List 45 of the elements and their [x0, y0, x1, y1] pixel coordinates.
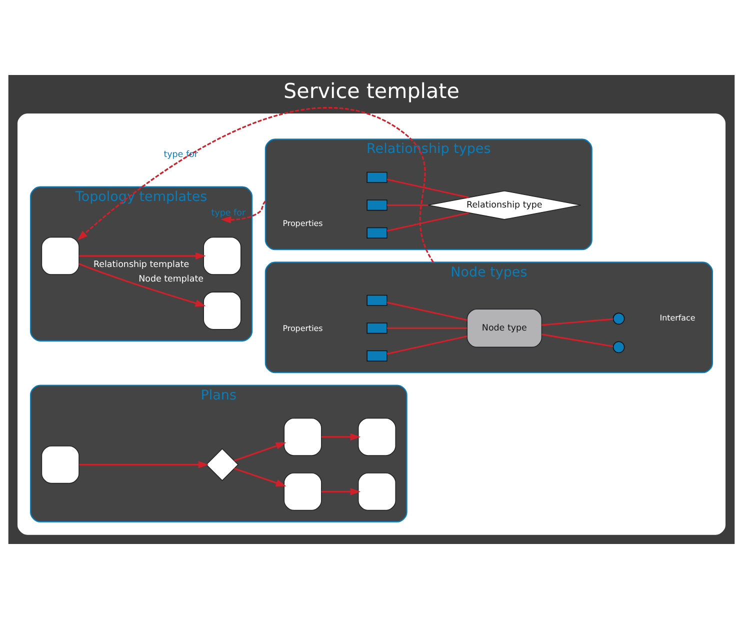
arrow	[79, 252, 206, 260]
connector	[387, 204, 428, 206]
edge-label: Relationship template	[93, 260, 190, 270]
label: Properties	[282, 324, 323, 333]
cluster	[18, 113, 726, 535]
node-bar	[366, 227, 388, 238]
node-box	[284, 472, 322, 511]
node-bar	[366, 294, 388, 306]
connector	[542, 318, 614, 326]
node-box	[203, 236, 242, 275]
node-bar	[366, 200, 388, 211]
node-diamond: Relationship type	[428, 190, 582, 220]
cluster: Plans	[30, 384, 408, 522]
arrow	[322, 488, 361, 496]
arrow	[234, 442, 286, 462]
node-label: Node template	[138, 274, 204, 285]
arrow	[77, 107, 434, 263]
connector	[386, 178, 469, 198]
node-box	[284, 418, 322, 456]
edge-label: type for	[211, 208, 246, 218]
node-bar	[366, 322, 388, 334]
diagram-title: Service template	[284, 78, 460, 103]
connector	[542, 334, 614, 348]
node-diamond	[206, 448, 239, 482]
node-bar	[366, 350, 388, 362]
connector	[387, 327, 467, 329]
node-box	[41, 236, 80, 275]
connector	[386, 212, 469, 232]
node-circle	[612, 341, 625, 354]
node-bar	[366, 172, 388, 183]
arrow	[79, 461, 209, 468]
node-box	[358, 418, 396, 456]
connector	[386, 335, 468, 355]
connector	[386, 302, 468, 321]
arrow	[220, 200, 266, 224]
label: Interface	[660, 314, 696, 323]
node-box: Node type	[466, 308, 542, 348]
node-circle	[612, 312, 625, 325]
node-box	[41, 446, 80, 484]
node-box	[203, 292, 242, 330]
arrow	[322, 433, 361, 440]
node-box	[358, 472, 396, 511]
arrow	[78, 263, 206, 307]
label: Properties	[282, 219, 323, 228]
arrow	[234, 468, 286, 486]
